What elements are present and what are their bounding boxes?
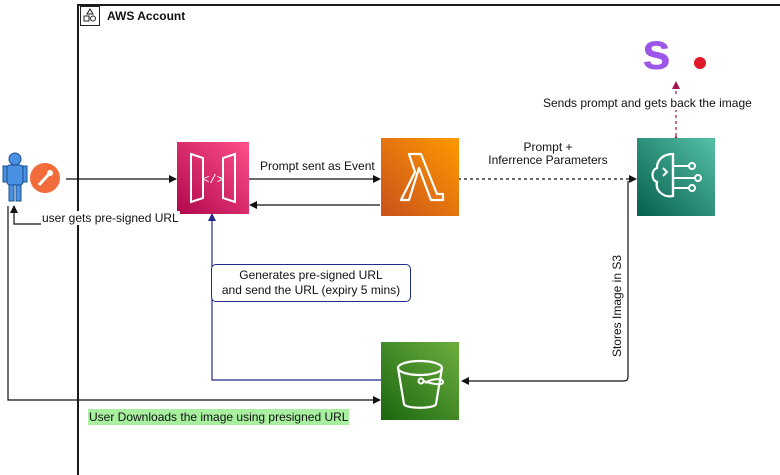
aws-account-group-icon [80, 6, 100, 26]
svg-text:</>: </> [202, 173, 224, 187]
svg-text:s: s [642, 25, 671, 75]
label-user-presigned: user gets pre-signed URL [41, 211, 180, 225]
aws-account-frame [77, 4, 780, 475]
postman-icon [30, 163, 60, 193]
lambda-icon [381, 138, 459, 216]
label-prompt-event: Prompt sent as Event [260, 159, 375, 173]
user-icon [2, 152, 28, 202]
label-prompt-plus: Prompt + [523, 140, 573, 154]
s3-bucket-icon [381, 342, 459, 420]
label-inference-params: Inferrence Parameters [488, 153, 608, 167]
bedrock-icon [637, 138, 715, 216]
generates-line-2: and send the URL (expiry 5 mins) [221, 283, 401, 297]
label-sends-prompt: Sends prompt and gets back the image [543, 96, 752, 110]
generates-line-1: Generates pre-signed URL [239, 268, 383, 282]
arrow-user-to-s3 [7, 206, 381, 404]
arrow-bedrock-to-s3 [461, 181, 629, 385]
stability-ai-logo: s [642, 25, 706, 75]
label-user-downloads: User Downloads the image using presigned… [88, 409, 350, 425]
frame-title: AWS Account [107, 9, 186, 23]
label-stores-s3: Stores Image in S3 [610, 254, 624, 358]
generates-url-note: Generates pre-signed URL and send the UR… [211, 264, 411, 302]
api-gateway-icon: </> [177, 142, 249, 214]
